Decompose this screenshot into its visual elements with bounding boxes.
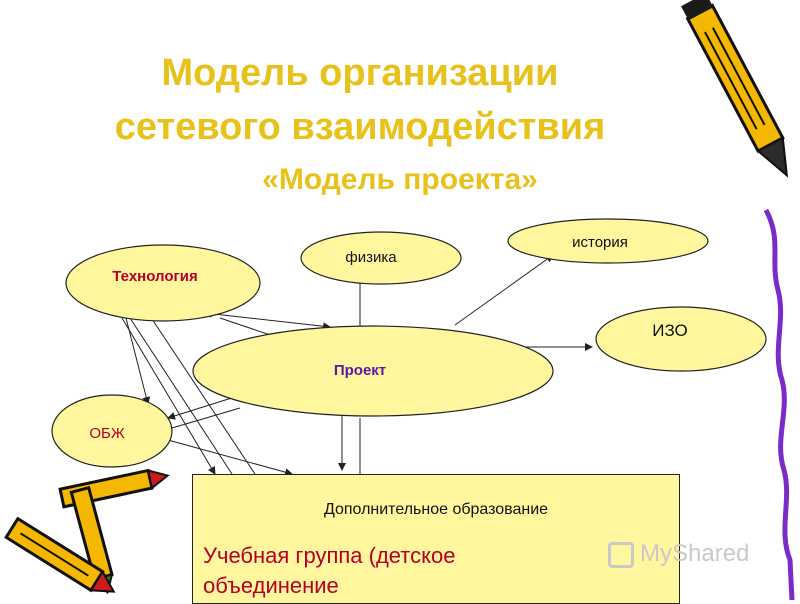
link-tech-edu-3 [149,315,256,475]
node-obzh-label: ОБЖ [89,425,125,442]
node-obzh-shape [51,394,173,468]
decorative-wavy-line [763,208,795,600]
node-technology-shape [65,244,261,322]
watermark: MyShared [608,536,778,572]
connections [121,254,593,477]
node-history-label: история [572,234,628,251]
link-obzh-edu [167,439,293,477]
study-group-text: Учебная группа (детское объединение [203,541,533,601]
link-obzh-project-2 [171,407,241,429]
link-tech-project [204,309,331,331]
node-technology-label: Технология [112,268,198,285]
pencil-icon [681,0,789,178]
link-tech-edu-2 [129,317,233,475]
page-title-line-2: сетевого взаимодействия [114,106,606,148]
watermark-logo-icon [608,541,634,568]
link-tech-edu-1 [121,317,216,475]
node-history-shape [507,218,709,264]
study-group-line-1: Учебная группа (детское [203,543,456,568]
node-izo-label: ИЗО [652,321,688,340]
link-obzh-project [167,395,239,420]
study-group-line-2: объединение [203,573,339,598]
additional-education-box: Дополнительное образование Учебная групп… [192,474,680,604]
page-subtitle: «Модель проекта» [262,163,538,196]
page-title-line-1: Модель организации [161,52,559,94]
link-tech-obzh [125,317,151,405]
additional-education-title: Дополнительное образование [323,501,549,518]
watermark-text: MyShared [640,540,750,567]
node-project-label: Проект [333,362,387,379]
node-physics-shape [300,231,462,285]
node-project-shape [192,325,554,417]
node-physics-label: физика [345,249,397,266]
node-izo-shape [595,306,767,372]
link-project-history [454,254,554,326]
pencils-icon [4,468,170,595]
